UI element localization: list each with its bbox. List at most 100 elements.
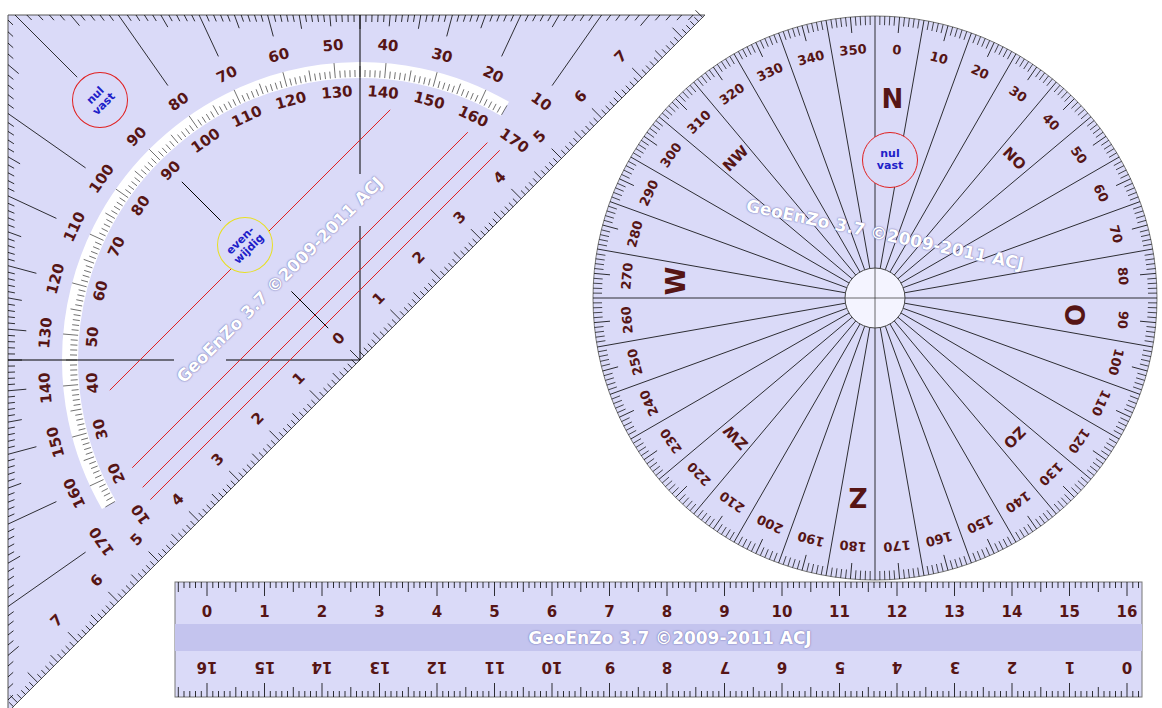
tick-line [356,582,357,588]
tick-line [674,37,678,41]
tick-line [1069,582,1070,596]
tick-line [751,543,755,551]
tick-line [879,16,880,25]
ruler-number: 6 [547,605,557,620]
tick-line [821,21,823,30]
tick-line [684,691,685,697]
tick-line [8,323,15,325]
tick-line [774,553,777,561]
tick-line [908,691,909,697]
tick-line [303,408,307,412]
tick-line [1130,396,1138,399]
tick-line [855,570,857,579]
tick-line [316,582,317,588]
tick-line [1104,447,1112,452]
tick-line [1118,422,1126,426]
tick-line [8,285,15,286]
tick-line [106,219,112,222]
tick-line [223,489,227,493]
tick-line [1116,426,1124,430]
tick-line [408,687,409,697]
tick-line [8,389,26,391]
tick-line [679,95,685,102]
tick-line [255,15,257,22]
tick-line [268,15,274,36]
tick-line [226,360,360,361]
tick-line [546,691,547,697]
tick-line [1120,418,1128,422]
watermark: GeoEnZo 3.7 ©2009-2011 ACJ [528,630,811,647]
tick-line [332,380,336,384]
tick-line [333,373,340,380]
tick-line [431,582,432,588]
tick-line [1148,312,1157,314]
tick-line [593,293,602,294]
tick-line [621,582,622,588]
tick-line [971,582,972,588]
tick-line [281,691,282,697]
tick-line [471,582,472,588]
tick-line [310,582,311,588]
tick-line [662,477,669,483]
tick-line [593,302,602,303]
tick-line [511,15,514,21]
tick-line [628,161,636,165]
compass-direction: W [663,266,689,295]
tick-line [161,15,168,27]
tick-line [1078,481,1085,487]
tick-line [8,65,19,74]
tick-line [8,279,15,281]
tick-line [182,182,221,221]
tick-line [1135,382,1144,385]
tick-line [420,291,424,295]
tick-line [1023,582,1024,588]
tick-line [769,551,772,559]
tick-line [8,433,15,434]
tick-line [348,15,349,22]
tick-line [776,691,777,697]
tick-line [195,691,196,697]
degree-number: 130 [37,316,55,349]
tick-line [563,582,564,588]
tick-line [905,303,1153,347]
tick-line [595,331,604,332]
tick-line [402,582,403,588]
tick-line [726,59,731,67]
tick-line [701,582,702,588]
tick-line [695,687,696,697]
tick-line [667,683,668,697]
tick-line [1140,230,1149,232]
tick-line [334,63,335,78]
tick-line [463,15,465,22]
tick-line [793,691,794,697]
ruler-number: 15 [1059,605,1080,620]
tick-line [592,108,602,118]
tick-line [517,691,518,697]
tick-line [610,308,847,394]
tick-line [650,128,657,133]
tick-line [600,235,609,237]
tick-line [797,27,800,36]
tick-line [70,642,74,646]
tick-line [673,28,683,38]
ruler-number: 13 [369,659,390,674]
tick-line [212,691,213,697]
tick-line [905,298,1157,299]
tick-line [72,324,79,326]
tick-line [672,691,673,697]
tick-line [862,582,863,588]
tick-line [614,192,622,195]
tick-line [502,15,521,56]
tick-line [793,28,796,37]
tick-line [513,199,517,203]
tick-line [263,449,267,453]
tick-line [8,131,14,135]
ruler-number: 15 [254,659,275,674]
tick-line [433,72,437,86]
tick-line [580,687,581,697]
tick-line [1081,582,1082,588]
tick-line [70,349,77,350]
ruler-number: 2 [1007,659,1017,674]
tick-line [373,333,380,340]
tick-line [328,384,332,388]
